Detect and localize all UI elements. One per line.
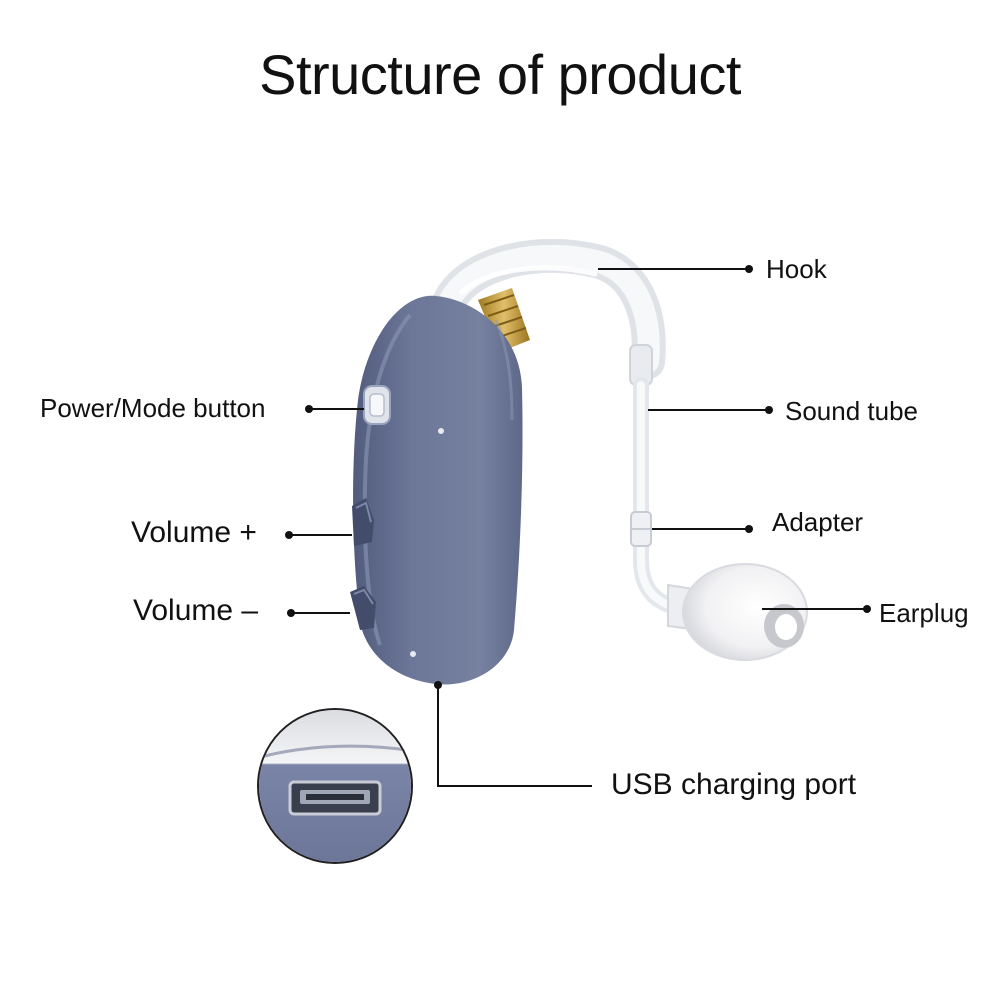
label-hook: Hook [766,254,827,284]
power-mode-button [363,385,391,425]
earplug [667,563,808,661]
label-volume-plus: Volume + [131,516,257,549]
adapter [630,511,652,547]
label-sound-tube: Sound tube [785,396,919,426]
label-earplug: Earplug [879,598,969,628]
sound-tube [629,344,680,614]
hearing-aid-body [353,295,523,685]
label-power-mode-button: Power/Mode button [40,393,266,423]
label-volume-minus: Volume – [133,594,259,627]
hook [433,238,666,379]
leader-lines [285,265,871,787]
label-adapter: Adapter [772,507,864,537]
diagram-title: Structure of product [259,43,741,106]
volume-plus-button [352,498,374,546]
volume-minus-button [350,586,376,630]
label-usb-charging-port: USB charging port [611,768,857,801]
brass-connector [478,288,530,352]
usb-port-inset [257,708,413,864]
